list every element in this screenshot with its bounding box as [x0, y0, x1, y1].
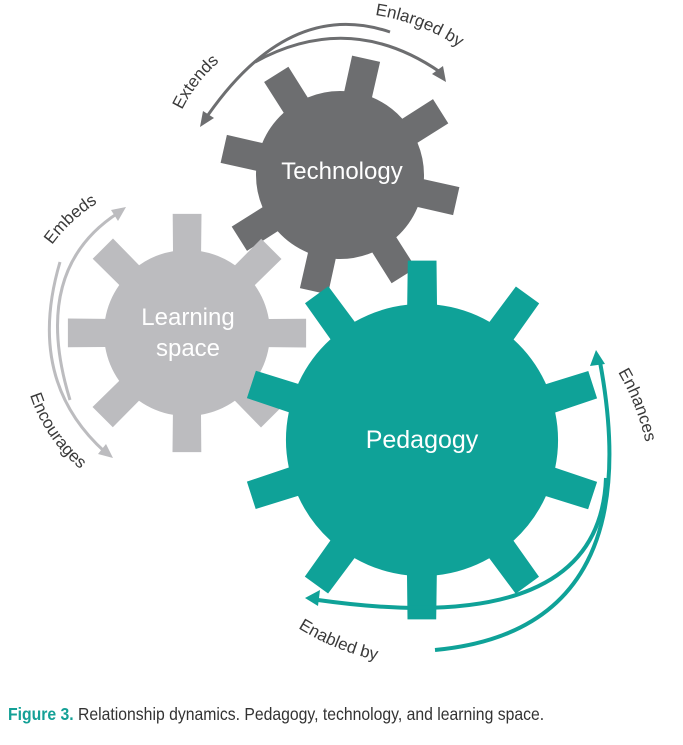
enabled-by-label: Enabled by: [296, 615, 381, 664]
encourages-label: Encourages: [26, 390, 90, 472]
learning-space-label-line1: Learning: [141, 304, 234, 331]
extends-label: Extends: [169, 51, 222, 112]
relationship-diagram: Technology Learning space Pedagogy Enlar…: [26, 0, 661, 664]
pedagogy-label: Pedagogy: [366, 426, 479, 454]
learning-space-gear: [67, 213, 307, 453]
technology-label: Technology: [281, 158, 402, 185]
learning-space-label-line2: space: [156, 335, 220, 362]
embeds-arrow: [56, 207, 126, 401]
figure-label: Figure 3.: [8, 704, 74, 724]
caption-text: Relationship dynamics. Pedagogy, technol…: [73, 704, 545, 724]
pedagogy-gear: [246, 260, 598, 620]
enhances-arrow: [434, 350, 612, 652]
enabled-by-arrow: [305, 477, 608, 610]
extends-arrow: [200, 22, 391, 127]
embeds-label: Embeds: [40, 190, 100, 247]
figure-caption: Figure 3. Relationship dynamics. Pedagog…: [8, 704, 611, 725]
enhances-label: Enhances: [615, 365, 661, 443]
enlarged-by-arrow: [254, 36, 446, 82]
technology-gear: [220, 55, 460, 295]
encourages-arrow: [47, 261, 113, 458]
enlarged-by-label: Enlarged by: [374, 0, 467, 51]
